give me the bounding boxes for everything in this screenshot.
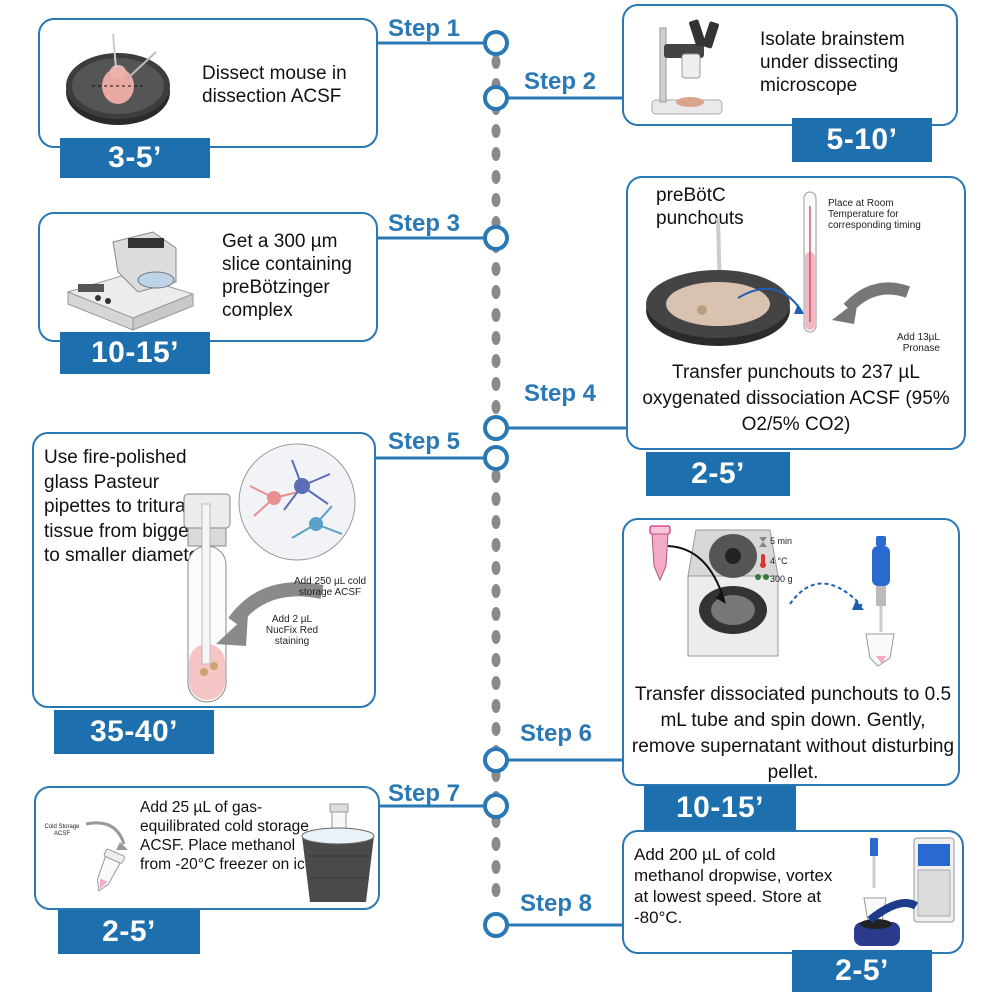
step-7-card: Cold Storage ACSF Add 25 µL of gas-equil…	[34, 786, 380, 910]
step-4-text: Transfer punchouts to 237 µL oxygenated …	[642, 362, 950, 435]
step-7-node	[483, 793, 509, 819]
timeline-dot	[491, 262, 501, 276]
timeline-dot	[491, 676, 501, 690]
hourglass-icon	[758, 536, 768, 548]
step-6-spin-time: 5 min	[770, 536, 793, 546]
timeline-dot	[491, 469, 501, 483]
step-4-node	[483, 415, 509, 441]
step-3-card: Get a 300 µm slice containing preBötzing…	[38, 212, 378, 342]
curved-arrow-icon	[824, 280, 914, 330]
step-2-node	[483, 85, 509, 111]
timeline-dot	[491, 699, 501, 713]
step-1-time: 3-5’	[60, 138, 210, 178]
timeline-dot	[491, 400, 501, 414]
timeline-dot	[491, 285, 501, 299]
step-3-text: Get a 300 µm slice containing preBötzing…	[222, 231, 352, 321]
step-5-note-nucfix: Add 2 µL NucFix Red staining	[265, 614, 319, 647]
step-6-card: 5 min 4 °C 300 g Transfer dissociated pu…	[622, 518, 960, 786]
step-5-time: 35-40’	[54, 710, 214, 754]
step-4-time: 2-5’	[646, 452, 790, 496]
step-2-label: Step 2	[524, 68, 597, 95]
pipette-icon	[860, 536, 910, 667]
step-6-text: Transfer dissociated punchouts to 0.5 mL…	[631, 684, 955, 783]
step-3-node	[483, 225, 509, 251]
ice-bucket-icon	[298, 803, 378, 906]
microscope-icon	[642, 14, 732, 124]
step-2-text: Isolate brainstem under dissecting micro…	[760, 29, 905, 96]
timeline-dot	[491, 860, 501, 874]
timeline-dot	[491, 607, 501, 621]
timeline-dot	[491, 630, 501, 644]
gforce-icon	[754, 572, 770, 582]
timeline-dot	[491, 354, 501, 368]
timeline-dot	[491, 538, 501, 552]
step-8-text: Add 200 µL of cold methanol dropwise, vo…	[634, 845, 833, 927]
step-2-card: Isolate brainstem under dissecting micro…	[622, 4, 958, 126]
timeline-dot	[491, 561, 501, 575]
centrifuge-icon	[667, 526, 788, 676]
timeline-dot	[491, 124, 501, 138]
timeline-dot	[491, 653, 501, 667]
step-7-text: Add 25 µL of gas-equilibrated cold stora…	[140, 799, 318, 873]
step-3-time: 10-15’	[60, 332, 210, 374]
timeline-dot	[491, 515, 501, 529]
vibratome-icon	[58, 222, 198, 332]
timeline-dot	[491, 55, 501, 69]
timeline-dot	[491, 147, 501, 161]
step-6-time: 10-15’	[644, 786, 796, 830]
step-5-node	[483, 445, 509, 471]
timeline-dot	[491, 584, 501, 598]
timeline-dot	[491, 331, 501, 345]
step-5-text: Use fire-polished glass Pasteur pipettes…	[44, 447, 206, 566]
step-8-card: Add 200 µL of cold methanol dropwise, vo…	[622, 830, 964, 954]
step-1-text: Dissect mouse in dissection ACSF	[202, 63, 347, 107]
step-2-time: 5-10’	[792, 118, 932, 162]
step-4-title: preBötC punchouts	[656, 185, 744, 229]
vortex-icon	[850, 838, 910, 948]
step-4-label: Step 4	[524, 380, 597, 407]
freezer-icon	[867, 836, 960, 926]
eppendorf-tube-icon	[648, 525, 672, 582]
timeline-dot	[491, 722, 501, 736]
step-4-card: preBötC punchouts Place at Room Temperat…	[626, 176, 966, 450]
step-6-label: Step 6	[520, 720, 593, 747]
step-5-label: Step 5	[388, 428, 461, 455]
step-8-time: 2-5’	[792, 950, 932, 992]
eppendorf-tube-icon	[76, 814, 136, 894]
step-3-label: Step 3	[388, 210, 461, 237]
timeline-dot	[491, 308, 501, 322]
curved-arrow-blue-icon	[789, 570, 870, 620]
step-7-time: 2-5’	[58, 910, 200, 954]
step-7-note-storage: Cold Storage ACSF	[44, 824, 80, 837]
step-6-spin-force: 300 g	[770, 574, 793, 584]
timeline-dot	[491, 170, 501, 184]
step-5-note-storage: Add 250 µL cold storage ACSF	[293, 576, 367, 598]
step-1-card: Dissect mouse in dissection ACSF	[38, 18, 378, 148]
step-8-label: Step 8	[520, 890, 593, 917]
step-4-note-room: Place at Room Temperature for correspond…	[828, 198, 921, 231]
petri-dish-icon	[58, 33, 178, 134]
step-8-node	[483, 912, 509, 938]
step-4-note-pronase: Add 13µL Pronase	[896, 332, 940, 354]
test-tube-icon	[800, 191, 820, 342]
thermometer-icon	[758, 554, 768, 568]
timeline-dot	[491, 883, 501, 897]
pour-arrow-icon	[194, 574, 324, 654]
timeline-dot	[491, 837, 501, 851]
timeline-dot	[491, 492, 501, 506]
timeline-dot	[491, 193, 501, 207]
tube-icon	[174, 493, 244, 714]
step-6-node	[483, 747, 509, 773]
step-6-spin-temp: 4 °C	[770, 556, 788, 566]
step-1-node	[483, 30, 509, 56]
punchout-dish-icon	[638, 217, 838, 348]
step-7-label: Step 7	[388, 780, 461, 807]
timeline-dot	[491, 377, 501, 391]
neurons-icon	[232, 440, 362, 570]
step-5-card: Use fire-polished glass Pasteur pipettes…	[32, 432, 376, 708]
step-1-label: Step 1	[388, 15, 461, 42]
